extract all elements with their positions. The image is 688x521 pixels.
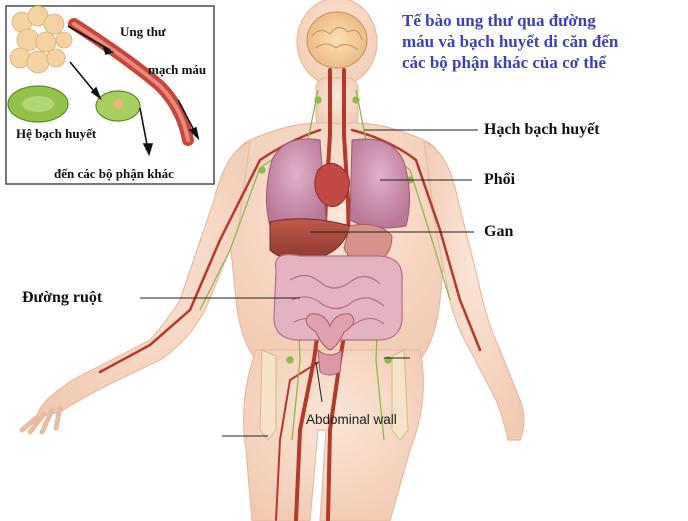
label-lung: Phổi: [484, 171, 515, 189]
inset-label-lymph-system: Hệ bạch huyết: [16, 126, 96, 142]
label-liver: Gan: [484, 223, 513, 241]
headline-line-3: các bộ phận khác của cơ thể: [402, 52, 684, 73]
label-abdominal-wall: Abdominal wall: [306, 412, 397, 427]
metastasis-inset: [6, 6, 214, 184]
inset-label-to-other-organs: đến các bộ phận khác: [54, 166, 174, 182]
label-intestine: Đường ruột: [22, 289, 102, 307]
headline: Tế bào ung thư qua đường máu và bạch huy…: [402, 10, 684, 73]
label-lymph-node: Hạch bạch huyết: [484, 121, 600, 139]
inset-label-cancer: Ung thư: [120, 24, 166, 40]
inset-label-blood-vessel: mạch máu: [148, 62, 206, 78]
headline-line-1: Tế bào ung thư qua đường: [402, 10, 684, 31]
headline-line-2: máu và bạch huyết di căn đến: [402, 31, 684, 52]
brain: [307, 12, 367, 68]
